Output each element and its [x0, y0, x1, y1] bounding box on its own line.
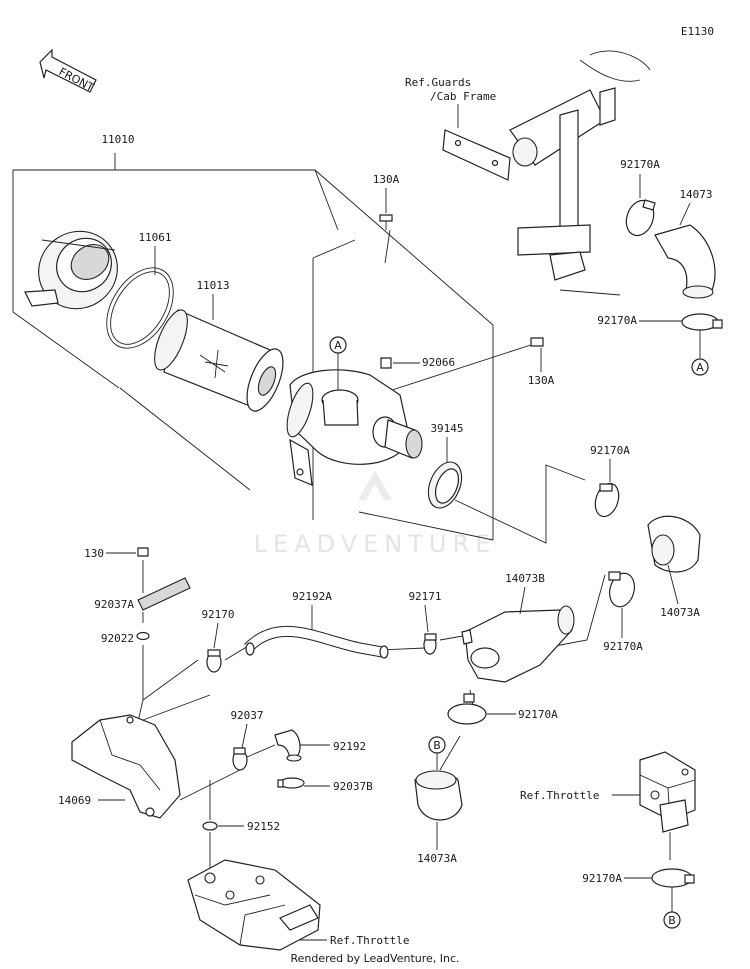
- label-92170a-3: 92170A: [590, 444, 630, 457]
- clamp-92037: [232, 747, 248, 771]
- clamp-92170: [206, 649, 222, 673]
- label-11061: 11061: [138, 231, 171, 244]
- clamp-92171: [423, 633, 437, 655]
- label-92037b: 92037B: [333, 780, 373, 793]
- label-92170a-4: 92170A: [603, 640, 643, 653]
- bolt-130a-right: [530, 337, 544, 347]
- watermark-text: LEADVENTURE: [254, 530, 497, 558]
- filter-element-11013: [154, 309, 284, 412]
- svg-text:A: A: [696, 361, 704, 374]
- label-14073b: 14073B: [505, 572, 545, 585]
- label-130a-top: 130A: [373, 173, 400, 186]
- label-14073a-2: 14073A: [417, 852, 457, 865]
- label-14069: 14069: [58, 794, 91, 807]
- ref-guards-label-2: /Cab Frame: [430, 90, 496, 103]
- label-92170a-1: 92170A: [620, 158, 660, 171]
- footer-credit: Rendered by LeadVenture, Inc.: [290, 952, 459, 965]
- ref-guards-cab-frame: [442, 50, 651, 281]
- label-92192a: 92192A: [292, 590, 332, 603]
- hose-92192a: [244, 626, 389, 659]
- duct-14073: [654, 224, 716, 299]
- duct-14073b: [461, 605, 575, 683]
- label-92152: 92152: [247, 820, 280, 833]
- clamp-39145: [427, 461, 463, 509]
- label-92192: 92192: [333, 740, 366, 753]
- label-11010: 11010: [101, 133, 134, 146]
- label-14073: 14073: [679, 188, 712, 201]
- label-14073a-1: 14073A: [660, 606, 700, 619]
- label-92037: 92037: [230, 709, 263, 722]
- watermark: LEADVENTURE: [254, 470, 497, 558]
- o-ring-11061: [106, 267, 174, 349]
- strap-92037a: [137, 577, 191, 611]
- label-92037a: 92037A: [94, 598, 134, 611]
- air-cleaner-cover: [24, 230, 118, 310]
- clamp-92170a-2: [681, 313, 723, 331]
- label-92170: 92170: [201, 608, 234, 621]
- label-92066: 92066: [422, 356, 455, 369]
- assembly-bracket-11010: [12, 153, 494, 540]
- bolt-130: [137, 547, 149, 557]
- air-cleaner-housing: [286, 369, 423, 486]
- label-39145: 39145: [430, 422, 463, 435]
- duct-14073a-bottom: [414, 770, 463, 821]
- plug-92066: [380, 357, 392, 369]
- callout-b-clamp: [663, 911, 681, 929]
- label-92170a-6: 92170A: [582, 872, 622, 885]
- bracket-14069: [71, 714, 181, 819]
- clamp-92170a-1: [625, 199, 656, 237]
- ref-throttle-label-right: Ref.Throttle: [520, 789, 599, 802]
- label-130: 130: [84, 547, 104, 560]
- clamp-92170a-3: [594, 482, 620, 518]
- label-11013: 11013: [196, 279, 229, 292]
- bolt-130a-top: [379, 214, 393, 230]
- ref-throttle-body-right: [639, 751, 696, 833]
- ref-throttle-body-bottom: [187, 859, 321, 951]
- clamp-92170a-6: [651, 868, 695, 888]
- diagram-code: E1130: [681, 25, 714, 38]
- ref-guards-label-1: Ref.Guards: [405, 76, 471, 89]
- grommet-92152: [202, 821, 218, 831]
- ref-throttle-label-bottom: Ref.Throttle: [330, 934, 409, 947]
- label-130a-right: 130A: [528, 374, 555, 387]
- svg-text:B: B: [433, 739, 441, 752]
- svg-text:B: B: [668, 914, 676, 927]
- label-92170a-2: 92170A: [597, 314, 637, 327]
- clamp-92170a-5: [447, 693, 487, 725]
- label-92022: 92022: [101, 632, 134, 645]
- label-92171: 92171: [408, 590, 441, 603]
- front-arrow-icon: FRONT: [39, 48, 97, 94]
- svg-text:A: A: [334, 339, 342, 352]
- callout-a-duct: [691, 358, 709, 376]
- clamp-92037b: [277, 777, 305, 789]
- duct-14073a-right: [647, 515, 701, 573]
- elbow-92192: [274, 729, 302, 762]
- washer-92022: [136, 631, 150, 641]
- clamp-92170a-4: [608, 571, 635, 608]
- label-92170a-5: 92170A: [518, 708, 558, 721]
